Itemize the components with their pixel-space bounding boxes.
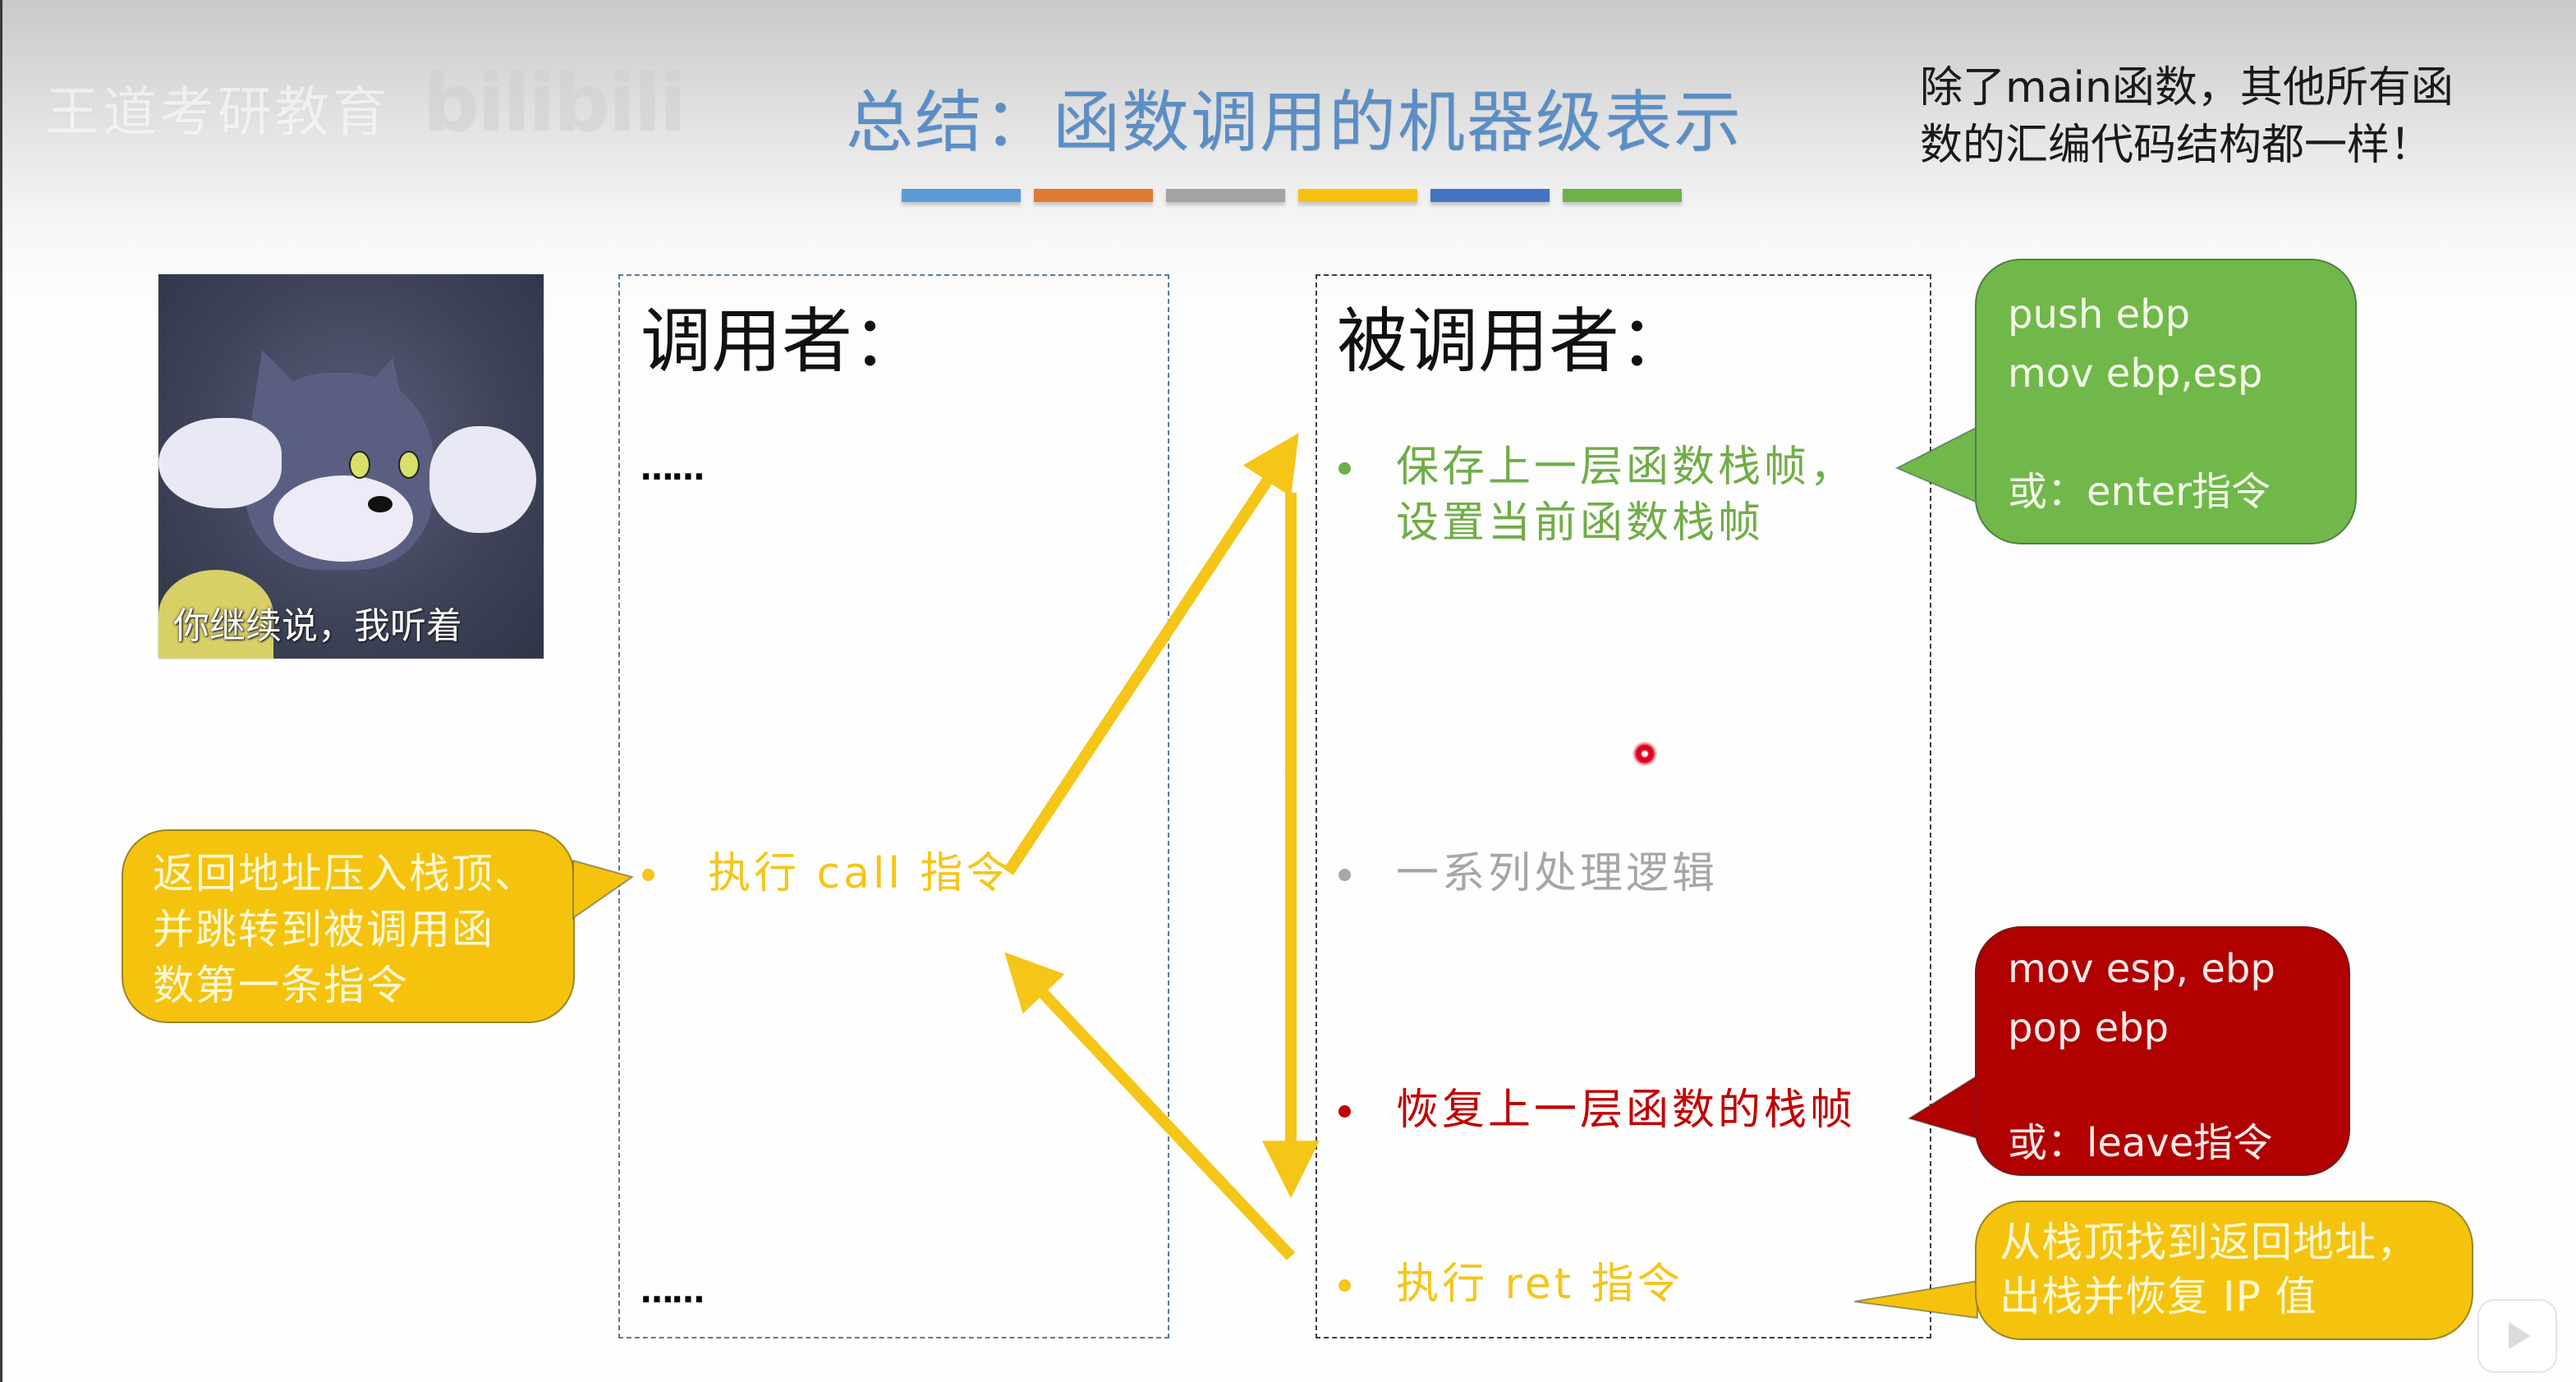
caller-bullet-text: 执行 call 指令 <box>708 849 1012 898</box>
note-line-2: 数的汇编代码结构都一样！ <box>1920 121 2433 170</box>
color-bars <box>902 189 1682 202</box>
callout-line: 数第一条指令 <box>153 962 409 1009</box>
caller-bullet-call: 执行 call 指令 <box>642 846 1012 902</box>
color-bar-darkblue <box>1430 189 1550 202</box>
callee-bullet-logic: 一系列处理逻辑 <box>1339 846 1718 902</box>
callee-title: 被调用者： <box>1337 301 1690 383</box>
cat-nose <box>368 496 393 512</box>
callout-ret-explanation: 从栈顶找到返回地址， 出栈并恢复 IP 值 <box>1975 1201 2473 1340</box>
callee-box <box>1316 274 1931 1338</box>
cat-muzzle <box>273 475 413 562</box>
callout-line: 返回地址压入栈顶、 <box>153 850 537 898</box>
callee-bullet-line: 设置当前函数栈帧 <box>1396 498 1765 548</box>
cat-hand-right <box>429 426 536 533</box>
callee-bullet-save-frame: 保存上一层函数栈帧， 设置当前函数栈帧 <box>1339 439 1856 551</box>
asm-line-enter: 或：enter指令 <box>2008 469 2271 515</box>
bullet-dot <box>642 869 654 881</box>
asm-line-leave: 或：leave指令 <box>2008 1120 2273 1166</box>
note-line-1: 除了main函数，其他所有函 <box>1920 63 2454 112</box>
cat-eye-right <box>398 451 420 479</box>
color-bar-blue <box>902 189 1021 202</box>
cat-eye-left <box>349 451 370 479</box>
callout-prologue: push ebp mov ebp,esp 或：enter指令 <box>1975 259 2357 544</box>
color-bar-yellow <box>1298 189 1417 202</box>
meme-image: 你继续说，我听着 <box>158 274 544 659</box>
callout-prologue-text: push ebp mov ebp,esp 或：enter指令 <box>2008 285 2271 521</box>
callout-epilogue: mov esp, ebp pop ebp 或：leave指令 <box>1975 926 2350 1176</box>
caller-top-ellipsis: …… <box>641 450 705 488</box>
cheese <box>158 570 273 659</box>
bilibili-tv-icon[interactable] <box>2472 1277 2562 1375</box>
callee-bullet-line: 保存上一层函数栈帧， <box>1396 443 1857 492</box>
color-bar-gray <box>1166 189 1285 202</box>
callee-bullet-text: 一系列处理逻辑 <box>1396 849 1719 898</box>
callout-line: 从栈顶找到返回地址， <box>2000 1219 2418 1266</box>
color-bar-orange <box>1034 189 1153 202</box>
watermark: 王道考研教育 bilibili <box>45 57 686 149</box>
asm-line-pop-ebp: pop ebp <box>2008 1005 2170 1051</box>
watermark-text: 王道考研教育 <box>45 80 390 144</box>
laser-pointer <box>1632 742 1657 766</box>
asm-line-mov-esp-ebp: mov esp, ebp <box>2008 946 2275 992</box>
callout-epilogue-text: mov esp, ebp pop ebp 或：leave指令 <box>2008 939 2275 1173</box>
note-text: 除了main函数，其他所有函 数的汇编代码结构都一样！ <box>1920 59 2454 174</box>
bullet-dot <box>1339 1279 1351 1292</box>
callout-line: 并跳转到被调用函 <box>153 906 494 953</box>
callout-line: 出栈并恢复 IP 值 <box>2000 1273 2317 1320</box>
callee-bullet-text: 执行 ret 指令 <box>1396 1260 1683 1309</box>
caller-title: 调用者： <box>641 301 923 383</box>
cat-hand-left <box>158 418 282 508</box>
callout-ret-text: 从栈顶找到返回地址， 出栈并恢复 IP 值 <box>2000 1215 2418 1324</box>
caller-box <box>618 274 1169 1338</box>
slide-title: 总结：函数调用的机器级表示 <box>846 84 1743 162</box>
bullet-dot <box>1339 462 1351 475</box>
callee-bullet-ret: 执行 ret 指令 <box>1339 1256 1683 1312</box>
bilibili-logo: bilibili <box>423 57 686 149</box>
callout-call-text: 返回地址压入栈顶、并跳转到被调用函数第一条指令 <box>153 846 537 1013</box>
asm-line-push-ebp: push ebp <box>2008 292 2191 337</box>
bullet-dot <box>1339 1105 1351 1118</box>
color-bar-green <box>1563 189 1682 202</box>
callee-bullet-restore-frame: 恢复上一层函数的栈帧 <box>1339 1082 1856 1138</box>
callee-bullet-text: 保存上一层函数栈帧， 设置当前函数栈帧 <box>1396 439 1856 551</box>
caller-bottom-ellipsis: …… <box>641 1273 705 1311</box>
callee-bullet-text: 恢复上一层函数的栈帧 <box>1396 1086 1857 1135</box>
left-edge-border <box>0 0 2 1382</box>
meme-caption: 你继续说，我听着 <box>173 605 462 647</box>
callout-call-explanation: 返回地址压入栈顶、并跳转到被调用函数第一条指令 <box>122 829 575 1023</box>
asm-line-mov-ebp-esp: mov ebp,esp <box>2008 351 2263 397</box>
bullet-dot <box>1339 869 1351 881</box>
